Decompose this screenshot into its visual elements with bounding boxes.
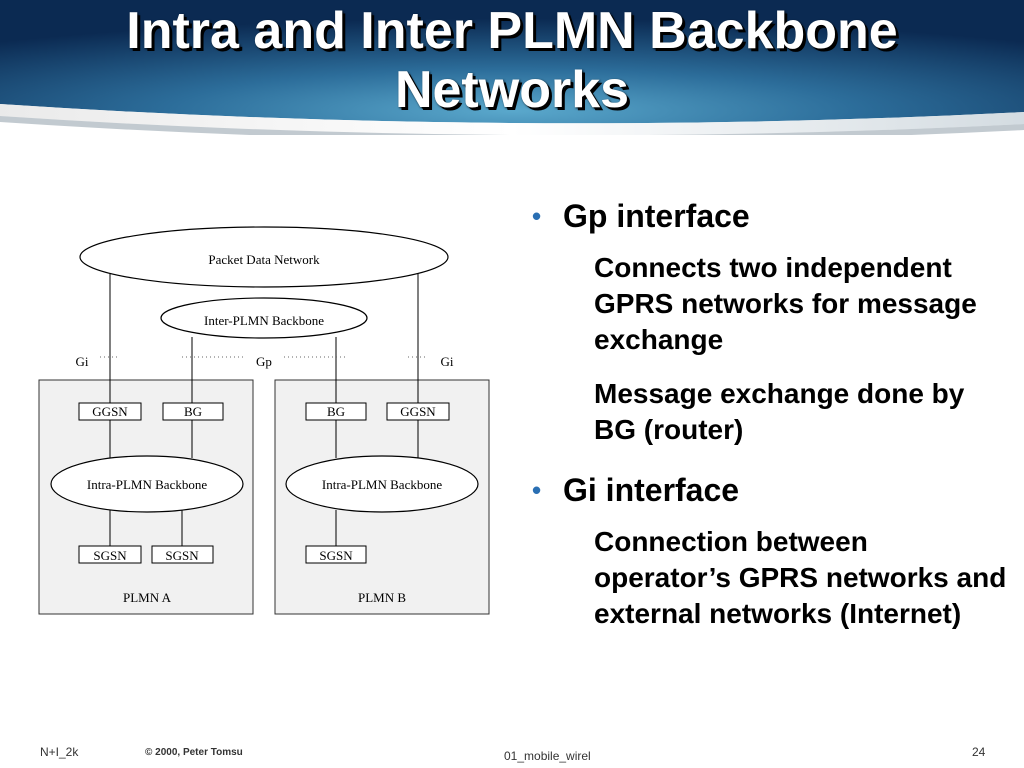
bullet-heading: • Gp interface [530, 196, 1010, 236]
gp-label: Gp [256, 354, 272, 369]
connection-lines [109, 274, 419, 546]
plmn-b-sgsn-1-node [305, 545, 367, 564]
plmn-b-ggsn-node [386, 402, 450, 421]
gi-left-label: Gi [76, 354, 89, 369]
inter-plmn-backbone-label: Inter-PLMN Backbone [204, 313, 324, 328]
plmn-a-backbone-label: Intra-PLMN Backbone [87, 477, 207, 492]
plmn-a-bg-node [162, 402, 224, 421]
gi-sub-1: Connection between operator’s GPRS netwo… [594, 526, 1007, 629]
gi-interface-heading: Gi interface [563, 472, 740, 508]
bullet-dot-icon: • [532, 475, 542, 505]
plmn-a-backbone-ellipse [50, 455, 244, 513]
slide-title: Intra and Inter PLMN Backbone Networks [0, 2, 1024, 120]
footer-center-label: 01_mobile_wirel [504, 749, 591, 763]
plmn-b-sgsn-1-label: SGSN [319, 548, 353, 563]
plmn-a-sgsn-1-node [78, 545, 142, 564]
gp-sub-2: Message exchange done by BG (router) [594, 378, 965, 445]
bullet-list: • Gp interface Connects two independent … [530, 196, 1010, 646]
inter-plmn-backbone-ellipse [160, 297, 368, 339]
bullet-group-gi: • Gi interface Connection between operat… [530, 470, 1010, 632]
plmn-b-ggsn-label: GGSN [400, 404, 436, 419]
plmn-a-ggsn-label: GGSN [92, 404, 128, 419]
bullet-dot-icon: • [532, 201, 542, 231]
bullet-heading: • Gi interface [530, 470, 1010, 510]
bullet-group-gp: • Gp interface Connects two independent … [530, 196, 1010, 448]
slide-header: Intra and Inter PLMN Backbone Networks [0, 0, 1024, 135]
gp-interface-heading: Gp interface [563, 198, 750, 234]
gi-right-label: Gi [441, 354, 454, 369]
plmn-a-sgsn-2-node [151, 545, 214, 564]
footer-copyright: © 2000, Peter Tomsu [145, 747, 243, 758]
plmn-b-bg-label: BG [327, 404, 345, 419]
plmn-a-label: PLMN A [123, 590, 172, 605]
plmn-a-sgsn-2-label: SGSN [165, 548, 199, 563]
gp-sub-1: Connects two independent GPRS networks f… [594, 252, 977, 355]
network-diagram: Packet Data Network Inter-PLMN Backbone … [38, 226, 490, 615]
packet-data-network-label: Packet Data Network [208, 252, 320, 267]
plmn-b-backbone-ellipse [285, 455, 479, 513]
title-line-1: Intra and Inter PLMN Backbone [126, 2, 898, 60]
title-line-2: Networks [394, 61, 630, 119]
plmn-b-backbone-label: Intra-PLMN Backbone [322, 477, 442, 492]
plmn-b-bg-node [305, 402, 367, 421]
footer-left-label: N+I_2k [40, 745, 79, 759]
plmn-a-bg-label: BG [184, 404, 202, 419]
page-number: 24 [972, 745, 986, 759]
plmn-a-ggsn-node [78, 402, 142, 421]
packet-data-network-ellipse [79, 226, 449, 288]
plmn-b-label: PLMN B [358, 590, 406, 605]
header-banner [0, 0, 1024, 135]
plmn-a-sgsn-1-label: SGSN [93, 548, 127, 563]
